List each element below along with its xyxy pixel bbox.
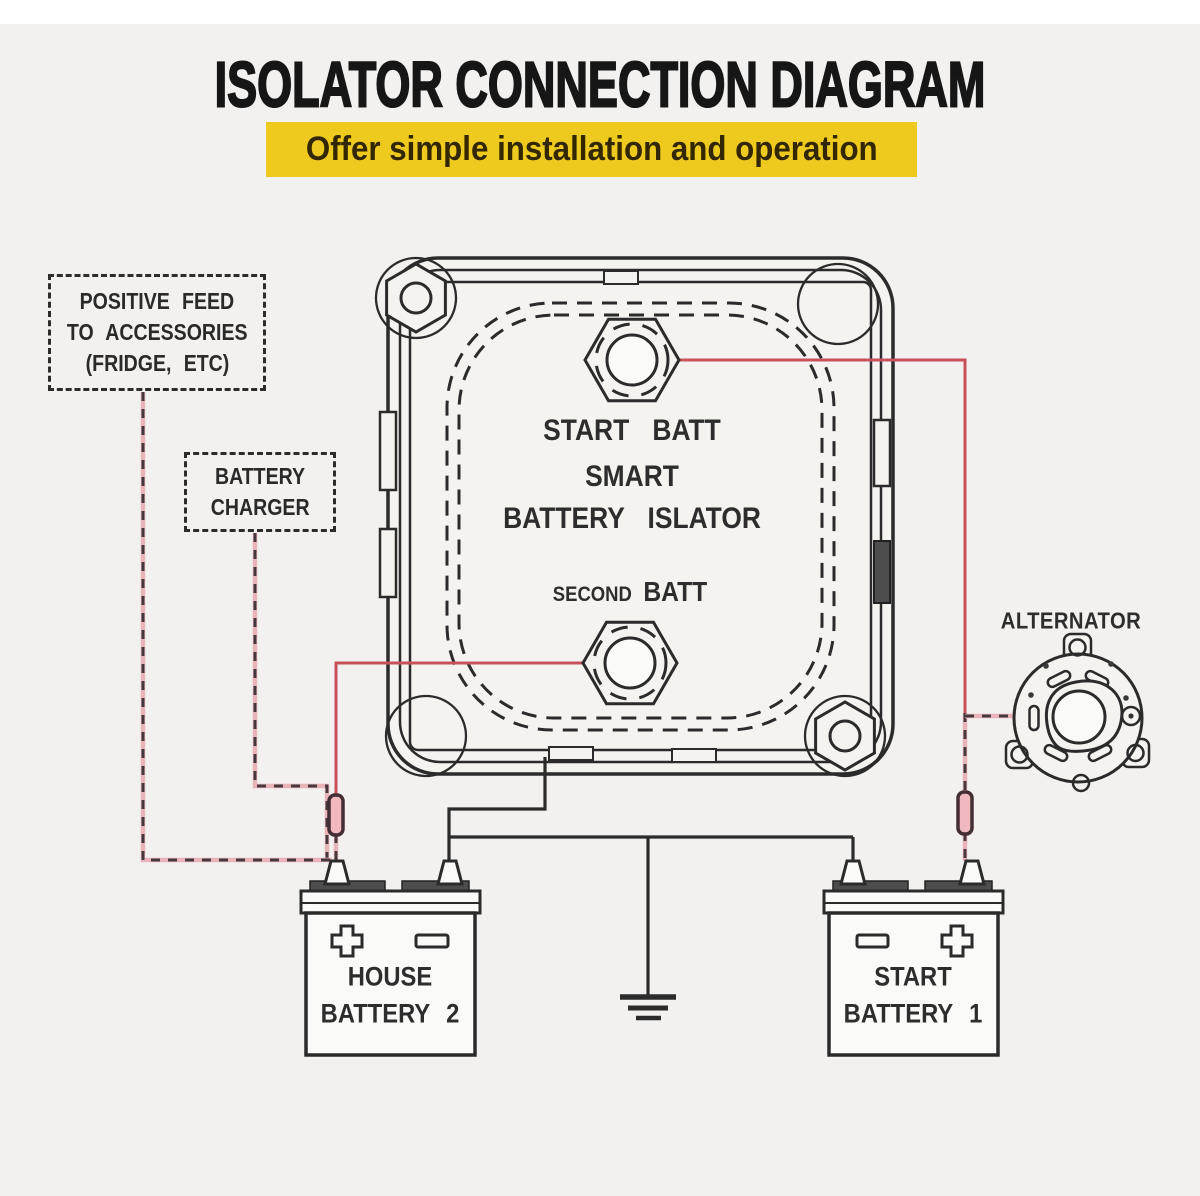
top-strip xyxy=(0,0,1200,24)
start-batt-stud-nut-icon xyxy=(583,317,681,403)
wire-negative-bus xyxy=(447,757,855,995)
battery-terminal-post-positive xyxy=(958,859,986,886)
isolator-label-battery-islator: BATTERY ISLATOR xyxy=(503,502,761,535)
positive-feed-line1: POSITIVE FEED xyxy=(79,288,235,314)
isolator-tab-right-1 xyxy=(872,418,892,488)
isolator-notch-bottom-2 xyxy=(671,748,717,763)
battery-terminal-post-negative xyxy=(436,859,464,886)
isolator-notch-top xyxy=(603,270,639,285)
alternator-label: ALTERNATOR xyxy=(1000,607,1142,634)
alternator-shaft xyxy=(1051,689,1107,745)
fuse-right-icon xyxy=(956,790,974,836)
wire-battery-charger xyxy=(252,533,330,858)
corner-bolt-bottom-right xyxy=(803,694,887,778)
battery-charger-line1: BATTERY xyxy=(214,463,306,489)
battery-terminal-post-positive xyxy=(323,859,351,886)
second-batt-stud-nut-icon xyxy=(581,620,679,706)
corner-arc-top-right xyxy=(796,262,880,346)
battery-terminal-post-negative xyxy=(839,859,867,886)
positive-feed-box: POSITIVE FEED TO ACCESSORIES (FRIDGE, ET… xyxy=(48,274,266,391)
battery-charger-line2: CHARGER xyxy=(210,494,310,520)
start-battery-label-line1: START xyxy=(874,961,952,992)
house-battery-label-line2: BATTERY 2 xyxy=(320,998,460,1029)
isolator-notch-bottom-1 xyxy=(548,746,594,761)
isolator-face-dashed-outline xyxy=(445,301,836,732)
plus-terminal-icon xyxy=(330,924,364,958)
second-batt-word-batt: BATT xyxy=(643,576,708,607)
isolator-label-second-batt: SECOND BATT xyxy=(553,576,707,608)
fuse-left-icon xyxy=(327,793,345,837)
second-batt-word-second: SECOND xyxy=(552,583,632,606)
positive-feed-line3: (FRIDGE, ETC) xyxy=(85,350,229,376)
isolator-tab-left-1 xyxy=(378,410,398,492)
isolator-tab-left-2 xyxy=(378,527,398,599)
wire-second-batt-positive xyxy=(334,661,630,796)
wire-start-batt-positive xyxy=(632,358,967,713)
corner-arc-bottom-left xyxy=(384,694,468,778)
battery-charger-box: BATTERY CHARGER xyxy=(184,452,336,532)
minus-terminal-icon xyxy=(414,933,450,949)
corner-bolt-top-left xyxy=(374,256,458,340)
house-battery xyxy=(299,859,482,1057)
start-battery-label-line2: BATTERY 1 xyxy=(843,998,983,1029)
subtitle-text: Offer simple installation and operation xyxy=(305,130,878,168)
ground-icon xyxy=(620,994,676,1021)
minus-terminal-icon xyxy=(855,933,890,949)
isolator-tab-right-2 xyxy=(873,540,891,604)
positive-feed-line2: TO ACCESSORIES xyxy=(66,319,248,345)
alternator-icon xyxy=(1004,632,1151,793)
start-battery xyxy=(822,859,1005,1057)
isolator-label-start-batt: START BATT xyxy=(543,414,721,447)
page-title: ISOLATOR CONNECTION DIAGRAM xyxy=(214,48,986,121)
plus-terminal-icon xyxy=(940,924,974,958)
wire-positive-feed xyxy=(140,392,332,863)
isolator-body xyxy=(374,256,895,778)
house-battery-label-line1: HOUSE xyxy=(347,961,433,992)
subtitle-banner: Offer simple installation and operation xyxy=(266,122,917,177)
isolator-face-dashed-outline-inner xyxy=(457,313,824,720)
isolator-label-smart: SMART xyxy=(585,460,679,493)
